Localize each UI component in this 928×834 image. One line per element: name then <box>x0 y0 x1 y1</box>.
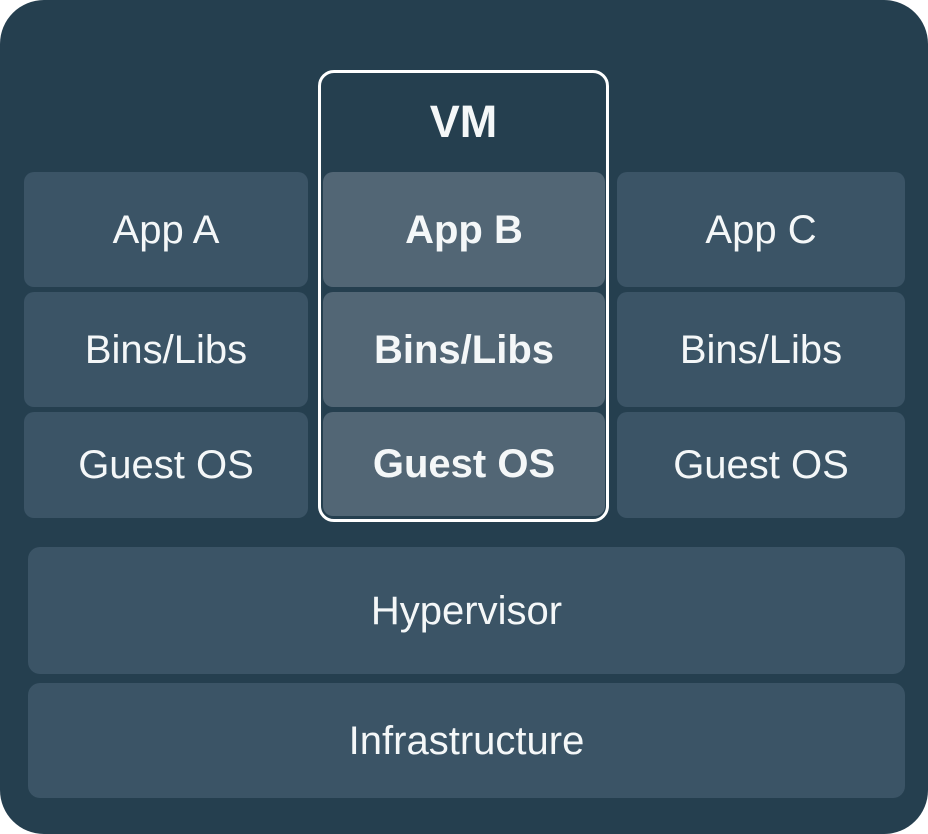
layer-infrastructure: Infrastructure <box>28 683 905 798</box>
cell-bins-libs-right: Bins/Libs <box>617 292 905 407</box>
cell-app-a: App A <box>24 172 308 287</box>
cell-bins-libs-middle: Bins/Libs <box>323 292 605 407</box>
vm-frame <box>318 70 609 522</box>
cell-app-c: App C <box>617 172 905 287</box>
cell-app-b: App B <box>323 172 605 287</box>
cell-bins-libs-left: Bins/Libs <box>24 292 308 407</box>
cell-guest-os-left: Guest OS <box>24 412 308 518</box>
cell-guest-os-right: Guest OS <box>617 412 905 518</box>
layer-hypervisor: Hypervisor <box>28 547 905 674</box>
vm-frame-title: VM <box>429 95 498 147</box>
cell-guest-os-middle: Guest OS <box>323 412 605 516</box>
